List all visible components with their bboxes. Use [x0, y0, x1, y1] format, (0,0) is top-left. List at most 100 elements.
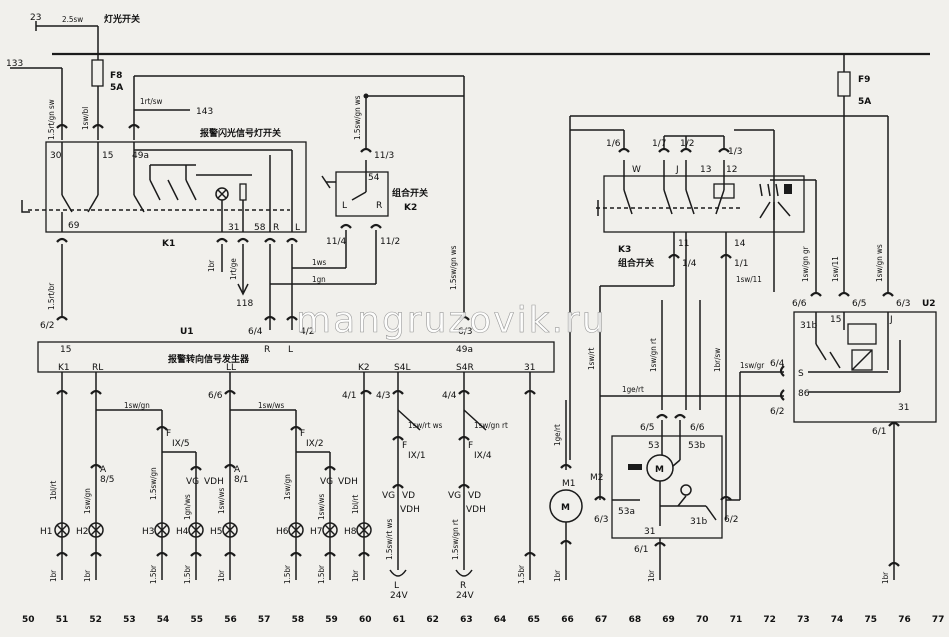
column-number: 50	[22, 615, 35, 625]
u2-pin-6-1: 6/1	[872, 427, 886, 437]
label-br-h4: 1.5br	[183, 565, 192, 584]
u2-pin-J: J	[889, 315, 893, 325]
fuse-f8-label: F8	[110, 71, 122, 81]
switch-k1-box	[45, 141, 307, 233]
label-gn: 1gn	[312, 275, 326, 284]
k1-pin-58: 58	[254, 223, 266, 233]
k2-pin-54: 54	[368, 173, 380, 183]
u2-pin-86: 86	[798, 389, 810, 399]
label-23-wire: 2.5sw	[62, 15, 83, 24]
m2-pin-6-6: 6/6	[690, 423, 705, 433]
u2-pin-31: 31	[898, 403, 909, 413]
column-number: 61	[393, 615, 406, 625]
pin-F-4: F	[468, 441, 473, 451]
k3-top-connectors	[618, 147, 730, 153]
u2-pin-6-2: 6/2	[770, 407, 784, 417]
pin-A-2-num: 8/1	[234, 475, 248, 485]
pin-VG-1: VG	[186, 477, 199, 487]
k1-label: K1	[162, 239, 175, 249]
label-118-wire: 1rt/ge	[229, 258, 238, 280]
label-ws-b: 1sw/ws	[258, 401, 285, 410]
label-h8-wire: 1bl/rt	[351, 494, 360, 514]
motor-m2-symbol: M	[655, 465, 664, 475]
label-h1-wire: 1bl/rt	[49, 480, 58, 500]
column-number: 66	[561, 615, 574, 625]
u1-pin-R: R	[264, 345, 270, 355]
k3-switch-contacts	[596, 160, 792, 220]
connector-k1-top	[56, 123, 140, 129]
lamp-circuit-wires	[61, 372, 531, 580]
u1-pin-4-2: 4/2	[300, 327, 314, 337]
column-number: 75	[865, 615, 878, 625]
k1-pin-30: 30	[50, 151, 62, 161]
u1-pin-15: 15	[60, 345, 71, 355]
column-number: 68	[629, 615, 642, 625]
label-h3-wire: 1.5sw/gn	[149, 467, 158, 500]
k2-label: K2	[404, 203, 417, 213]
pin-VDH-4: VDH	[466, 505, 486, 515]
pin-VG-4: VG	[448, 491, 461, 501]
fuse-f8-amp: 5A	[110, 83, 123, 93]
pin-VD-4: VD	[468, 491, 481, 501]
motor-m1-symbol: M	[561, 503, 570, 513]
pin-F-2: F	[300, 429, 305, 439]
label-br-h6: 1.5br	[283, 565, 292, 584]
label-gn-a: 1gn/ws	[183, 494, 192, 520]
k2-switch-contacts	[321, 160, 367, 201]
k3-pin-1-4: 1/4	[682, 259, 697, 269]
pin-IX1: IX/1	[408, 451, 426, 461]
watermark: mangruzovik.ru	[296, 300, 607, 341]
label-u2-l: 1sw/gn gr	[801, 246, 810, 282]
m2-top-connectors	[656, 413, 686, 419]
column-number: 55	[191, 615, 204, 625]
label-k2-wire: 1.5sw/gn ws	[353, 95, 362, 140]
column-number: 70	[696, 615, 709, 625]
k1-pin-15: 15	[102, 151, 113, 161]
motor-m2-brush	[628, 464, 642, 470]
label-br-h8: 1br	[351, 570, 360, 582]
label-f8-wire: 1sw/bl	[81, 107, 90, 130]
label-u2-r: 1sw/gn ws	[875, 244, 884, 282]
k3-pin-11: 11	[678, 239, 689, 249]
column-number: 64	[494, 615, 507, 625]
k3-pin-J: J	[675, 165, 679, 175]
u1-pin-6-6: 6/6	[208, 391, 223, 401]
u1-pin-6-4: 6/4	[248, 327, 263, 337]
m2-pin-6-3: 6/3	[594, 515, 608, 525]
label-k3-m: 1sw/gn rt	[649, 338, 658, 372]
u1-top-connectors	[56, 315, 470, 321]
u2-pin-15: 15	[830, 315, 841, 325]
label-light-switch: 灯光开关	[104, 13, 140, 25]
lamp-r-symbol	[455, 569, 473, 577]
label-143-wire: 1rt/sw	[140, 97, 163, 106]
u2-left-connectors	[779, 365, 785, 401]
wiper-motor-m2-box	[611, 435, 723, 539]
k1-pin-69: 69	[68, 221, 80, 231]
k3-title: 组合开关	[618, 257, 654, 269]
pin-A-1-num: 8/5	[100, 475, 114, 485]
switch-k3-box	[603, 175, 805, 233]
relay-u2-box	[793, 311, 937, 423]
m2-pin-53: 53	[648, 441, 659, 451]
u1-pin-49a: 49a	[456, 345, 473, 355]
k3-pin-12: 12	[726, 165, 737, 175]
u1-pin-LL: LL	[226, 363, 236, 373]
k2-title: 组合开关	[392, 187, 428, 199]
label-br-h5: 1br	[217, 570, 226, 582]
u2-pin-6-6: 6/6	[792, 299, 807, 309]
pin-F-1: F	[166, 429, 171, 439]
pin-VDH-3: VDH	[400, 505, 420, 515]
u2-pin-S: S	[798, 369, 804, 379]
k1-bottom-connectors	[56, 237, 298, 243]
k3-pin-1-3: 1/3	[728, 147, 742, 157]
column-number: 52	[89, 615, 102, 625]
u1-pin-31: 31	[524, 363, 535, 373]
column-number: 77	[932, 615, 945, 625]
label-23: 23	[30, 13, 41, 23]
column-number: 76	[898, 615, 911, 625]
column-number: 60	[359, 615, 372, 625]
label-k3-14-wire: 1sw/11	[736, 275, 762, 284]
lamp-h1-label: H1	[40, 527, 53, 537]
